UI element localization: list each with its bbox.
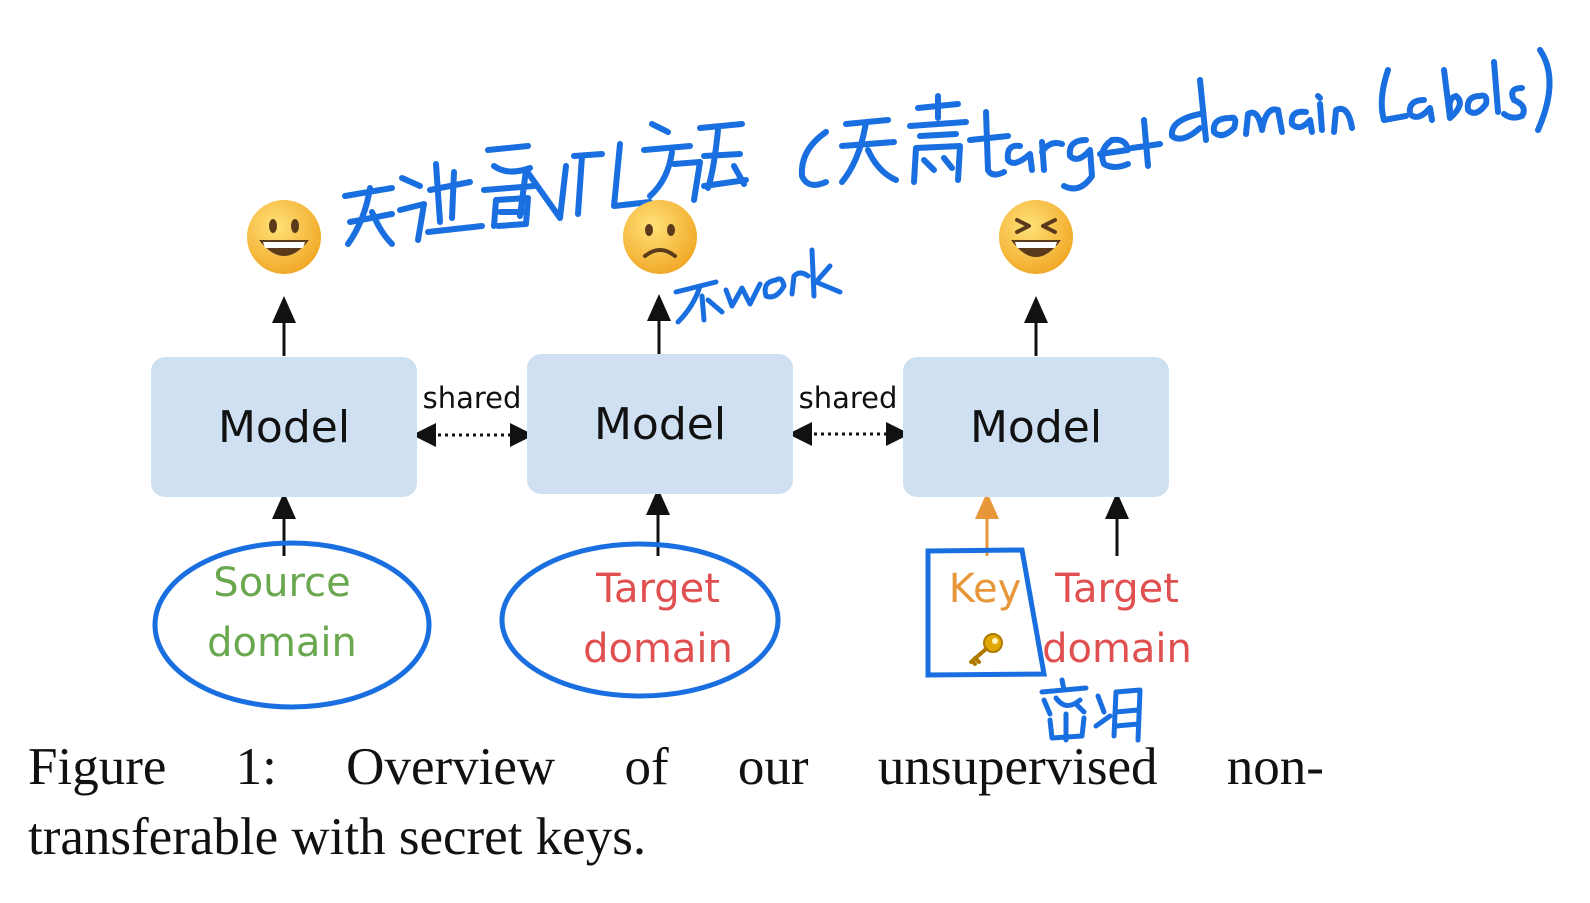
grinning-face-icon (247, 200, 321, 274)
caption-line-2: transferable with secret keys. (28, 808, 647, 866)
key-icon (935, 619, 1035, 679)
model-box-keyed: Model (903, 357, 1169, 497)
key-label: Key (935, 559, 1035, 679)
target-line2: domain (583, 626, 733, 672)
target-domain-label-2: Target domain (1017, 559, 1217, 679)
handwritten-ellipse-target (499, 541, 781, 699)
target2-line1: Target (1055, 566, 1179, 612)
caption-word: Overview (346, 738, 556, 796)
target-line1: Target (596, 566, 720, 612)
target2-line2: domain (1042, 626, 1192, 672)
model-label: Model (593, 398, 727, 450)
model-label: Model (217, 401, 351, 453)
source-line1: Source (213, 560, 351, 606)
handwritten-ellipse-source (152, 540, 432, 710)
source-line2: domain (207, 620, 357, 666)
source-domain-label: Source domain (182, 553, 382, 673)
caption-word: Figure (28, 738, 167, 796)
handwriting-key-note (1039, 677, 1143, 743)
model-box-source: Model (151, 357, 417, 497)
caption-word: of (624, 738, 669, 796)
model-label: Model (969, 401, 1103, 453)
target-domain-label: Target domain (558, 559, 758, 679)
handwriting-middle-note (673, 247, 843, 325)
caption-word: unsupervised (877, 738, 1158, 796)
caption-line-1: Figure 1: Overview of our unsupervised n… (28, 732, 1324, 802)
key-text: Key (948, 566, 1022, 612)
model-box-target: Model (527, 354, 793, 494)
caption-word: non- (1226, 738, 1324, 796)
caption-word: 1: (235, 738, 277, 796)
handwriting-top-note (342, 47, 1553, 247)
shared-label-2: shared (798, 381, 898, 415)
caption-word: our (737, 738, 809, 796)
slightly-frowning-face-icon (623, 200, 697, 274)
shared-label-1: shared (422, 381, 522, 415)
laughing-squinting-face-icon (999, 200, 1073, 274)
handwritten-box-key (925, 547, 1047, 678)
figure-caption: Figure 1: Overview of our unsupervised n… (28, 732, 1324, 872)
